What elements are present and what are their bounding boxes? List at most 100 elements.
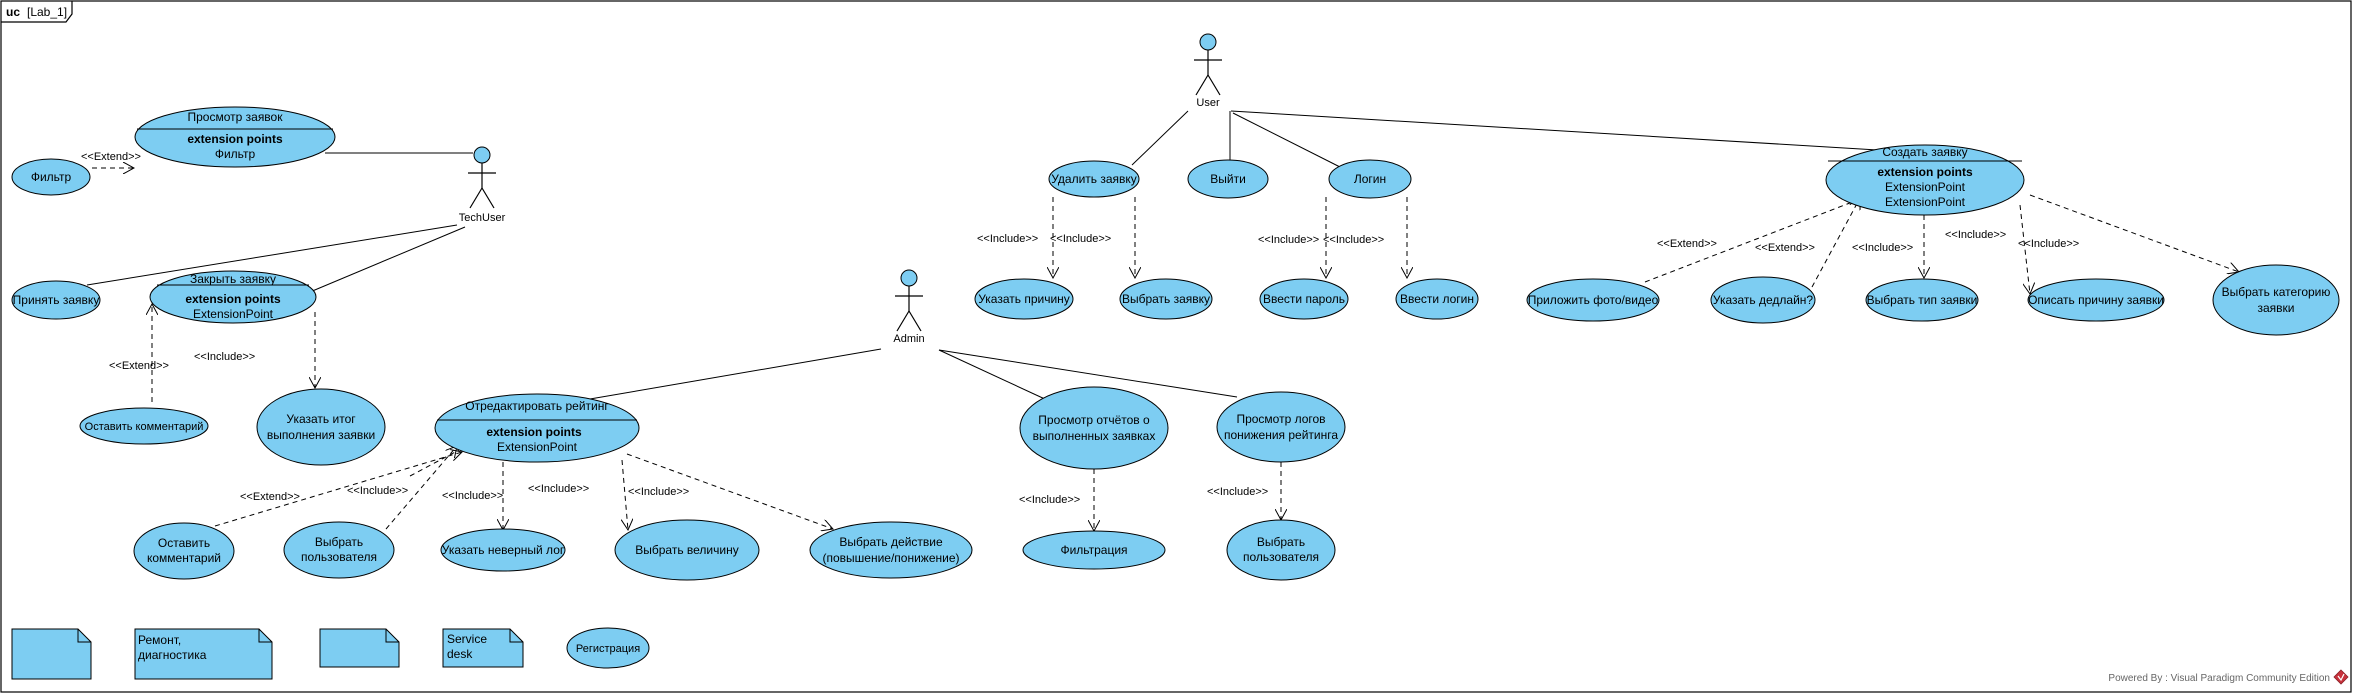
svg-text:Указать неверный лог: Указать неверный лог (442, 543, 565, 557)
dep-photo-extend[interactable] (1644, 196, 1868, 283)
svg-text:Приложить фото/видео: Приложить фото/видео (1528, 293, 1659, 307)
usecase-filter[interactable]: Фильтр (11, 158, 91, 196)
svg-text:extension points: extension points (185, 292, 281, 306)
usecase-view-reports[interactable]: Просмотр отчётов о выполненных заявках (1019, 386, 1169, 470)
note-1[interactable] (11, 628, 92, 680)
usecase-create-request[interactable]: Создать заявку extension points Extensio… (1825, 144, 2025, 216)
svg-text:диагностика: диагностика (138, 648, 207, 662)
label-include: <<Include>> (442, 490, 503, 502)
usecase-select-action[interactable]: Выбрать действие (повышение/понижение) (809, 521, 973, 579)
note-3[interactable] (319, 628, 400, 668)
svg-text:Описать причину заявки: Описать причину заявки (2028, 293, 2164, 307)
assoc-user-delete-request[interactable] (1131, 110, 1189, 166)
svg-text:desk: desk (447, 647, 473, 661)
label-include: <<Include>> (528, 483, 589, 495)
usecase-accept-request[interactable]: Принять заявку (11, 280, 101, 320)
svg-text:ExtensionPoint: ExtensionPoint (193, 307, 274, 321)
usecase-select-value[interactable]: Выбрать величину (614, 519, 760, 581)
label-include: <<Include>> (1207, 486, 1268, 498)
label-extend: <<Extend>> (81, 151, 141, 163)
svg-text:extension points: extension points (1877, 165, 1973, 179)
svg-text:extension points: extension points (187, 132, 283, 146)
svg-text:Выбрать категорию: Выбрать категорию (2222, 285, 2331, 299)
usecase-select-user-2[interactable]: Выбрать пользователя (1226, 519, 1336, 581)
usecase-result[interactable]: Указать итог выполнения заявки (256, 388, 386, 466)
label-extend: <<Extend>> (240, 491, 300, 503)
svg-text:Фильтр: Фильтр (215, 147, 256, 161)
usecase-select-user-1[interactable]: Выбрать пользователя (283, 521, 395, 579)
svg-text:выполненных заявках: выполненных заявках (1033, 429, 1156, 443)
svg-text:заявки: заявки (2257, 301, 2294, 315)
svg-text:Указать итог: Указать итог (286, 412, 356, 426)
usecase-view-requests[interactable]: Просмотр заявок extension points Фильтр (134, 106, 336, 168)
dep-create-category[interactable] (2029, 194, 2239, 272)
assoc-user-create-request[interactable] (1230, 110, 1895, 152)
svg-text:ExtensionPoint: ExtensionPoint (1885, 180, 1966, 194)
label-include: <<Include>> (1852, 242, 1913, 254)
svg-text:Service: Service (447, 632, 487, 646)
actor-techuser[interactable]: TechUser (459, 146, 506, 224)
usecase-describe-reason[interactable]: Описать причину заявки (2027, 278, 2165, 322)
assoc-user-login[interactable] (1232, 112, 1341, 168)
assoc-techuser-close-request[interactable] (309, 226, 466, 293)
dep-rating-user[interactable] (385, 446, 457, 530)
assoc-admin-edit-rating[interactable] (589, 348, 882, 400)
svg-text:Фильтр: Фильтр (31, 170, 72, 184)
label-include: <<Include>> (628, 486, 689, 498)
usecase-select-type[interactable]: Выбрать тип заявки (1865, 278, 1979, 322)
svg-text:Просмотр отчётов о: Просмотр отчётов о (1038, 413, 1150, 427)
note-4[interactable]: Service desk (442, 628, 524, 668)
svg-text:понижения рейтинга: понижения рейтинга (1224, 428, 1338, 442)
svg-text:Создать заявку: Создать заявку (1882, 145, 1967, 159)
label-include: <<Include>> (1945, 229, 2006, 241)
dep-create-describe[interactable] (2019, 204, 2030, 294)
actor-user[interactable]: User (1194, 33, 1222, 109)
footer-text: Powered By : Visual Paradigm Community E… (2108, 673, 2330, 684)
assoc-admin-view-reports[interactable] (938, 349, 1048, 401)
actor-admin[interactable]: Admin (893, 269, 925, 345)
usecase-wrong-log[interactable]: Указать неверный лог (440, 528, 566, 572)
svg-text:Закрыть заявку: Закрыть заявку (190, 272, 276, 286)
usecase-logout[interactable]: Выйти (1187, 159, 1269, 199)
usecase-filtration[interactable]: Фильтрация (1022, 530, 1166, 570)
usecase-enter-login[interactable]: Ввести логин (1395, 278, 1479, 320)
svg-text:выполнения заявки: выполнения заявки (267, 428, 375, 442)
usecase-leave-comment-2[interactable]: Оставить комментарий (133, 522, 235, 580)
usecase-attach-photo[interactable]: Приложить фото/видео (1526, 278, 1660, 322)
label-extend: <<Extend>> (109, 360, 169, 372)
usecase-deadline[interactable]: Указать дедлайн? (1710, 276, 1816, 324)
usecase-password[interactable]: Ввести пароль (1259, 278, 1349, 320)
usecase-select-request[interactable]: Выбрать заявку (1119, 278, 1213, 320)
usecase-registration[interactable]: Регистрация (566, 627, 650, 669)
assoc-admin-view-logs[interactable] (938, 349, 1238, 398)
note-2[interactable]: Ремонт, диагностика (134, 628, 273, 680)
usecase-leave-comment-1[interactable]: Оставить комментарий (79, 407, 209, 445)
svg-text:Фильтрация: Фильтрация (1060, 543, 1127, 557)
dep-rating-action[interactable] (626, 453, 833, 529)
usecase-delete-request[interactable]: Удалить заявку (1048, 160, 1140, 198)
usecase-edit-rating[interactable]: Отредактировать рейтинг extension points… (434, 393, 640, 463)
actor-name: User (1196, 97, 1220, 109)
usecase-login[interactable]: Логин (1328, 159, 1412, 199)
label-include: <<Include>> (194, 351, 255, 363)
label-include: <<Include>> (1258, 234, 1319, 246)
svg-text:Принять заявку: Принять заявку (13, 293, 100, 307)
svg-text:Выбрать действие: Выбрать действие (839, 535, 943, 549)
assoc-techuser-accept-request[interactable] (86, 224, 458, 286)
dep-comment2-extend[interactable] (214, 452, 462, 527)
dep-rating-value[interactable] (622, 459, 628, 530)
svg-text:Просмотр логов: Просмотр логов (1236, 412, 1325, 426)
svg-text:Ввести пароль: Ввести пароль (1263, 292, 1345, 306)
label-extend: <<Extend>> (1657, 238, 1717, 250)
usecase-view-logs[interactable]: Просмотр логов понижения рейтинга (1216, 391, 1346, 463)
stereotype-labels: <<Extend>> <<Extend>> <<Include>> <<Incl… (81, 151, 2079, 506)
dependencies (92, 168, 2239, 531)
dep-deadline-extend[interactable] (1811, 198, 1860, 288)
svg-text:Выбрать: Выбрать (315, 535, 363, 549)
usecase-close-request[interactable]: Закрыть заявку extension points Extensio… (149, 270, 317, 324)
usecase-reason[interactable]: Указать причину (974, 278, 1074, 320)
svg-text:Просмотр заявок: Просмотр заявок (188, 110, 284, 124)
usecase-select-category[interactable]: Выбрать категорию заявки (2212, 264, 2340, 336)
label-include: <<Include>> (347, 485, 408, 497)
